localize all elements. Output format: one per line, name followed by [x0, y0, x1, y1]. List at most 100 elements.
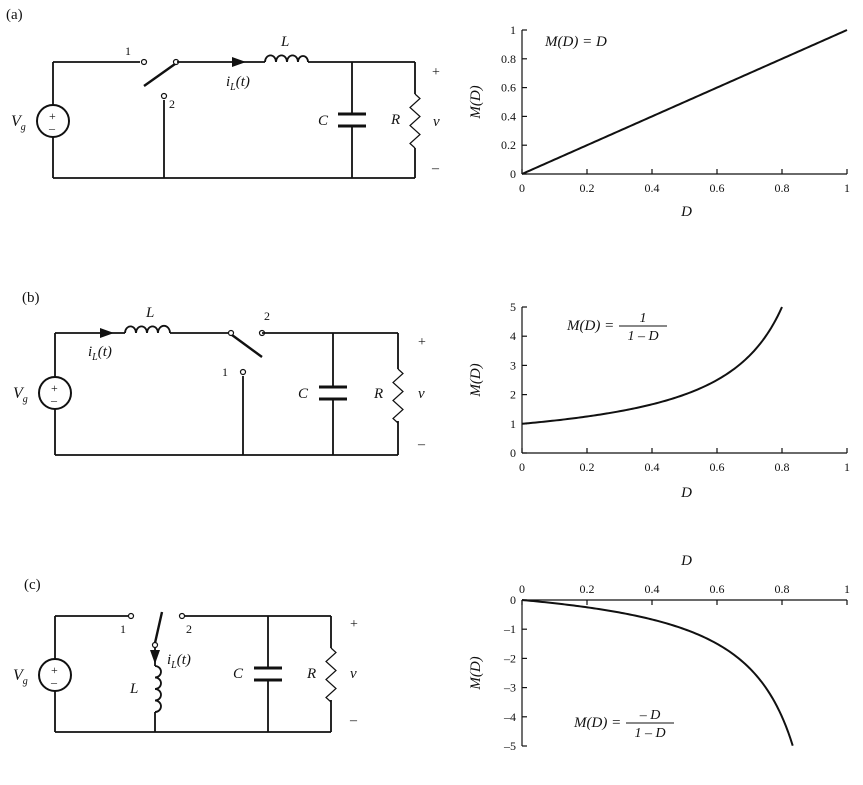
x-tick-label: 1: [844, 181, 850, 195]
capacitor-label: C: [233, 666, 244, 682]
formula-lhs: M(D) =: [573, 715, 621, 731]
switch-pivot: [227, 329, 235, 337]
x-tick-label: 1: [844, 582, 850, 596]
current-arrow: [232, 57, 246, 67]
switch-pivot: [151, 641, 159, 649]
source-label: Vg: [11, 113, 26, 133]
y-tick-label: –2: [503, 651, 516, 665]
y-axis-label: M(D): [468, 85, 484, 119]
x-tick-label: 0.4: [645, 181, 660, 195]
y-axis-label: M(D): [468, 363, 484, 397]
y-tick-label: –3: [503, 681, 516, 695]
resistor-label: R: [306, 666, 316, 682]
panel-tag-c: (c): [24, 577, 41, 593]
x-tick-label: 0.4: [645, 582, 660, 596]
output-voltage-label: v: [418, 386, 425, 402]
switch-pivot: [172, 58, 180, 66]
inductor-label: L: [280, 34, 289, 50]
inductor-coil: [124, 324, 171, 334]
y-tick-label: 0.6: [501, 81, 516, 95]
source-minus: –: [50, 393, 58, 407]
source-label: Vg: [13, 667, 28, 687]
switch-label-1: 1: [120, 622, 126, 636]
current-label: iL(t): [88, 344, 112, 363]
x-axis-label: D: [680, 485, 692, 501]
x-tick-label: 0.6: [710, 181, 725, 195]
switch-contact-2: [178, 612, 186, 620]
output-voltage-label: v: [433, 114, 440, 130]
switch-contact-2: [258, 329, 266, 337]
x-axis-label: D: [680, 553, 692, 569]
source-minus: –: [48, 121, 56, 135]
y-axis-label: M(D): [468, 656, 484, 690]
source-plus: +: [51, 663, 58, 677]
resistor-zigzag: [392, 368, 404, 424]
series-line: [521, 599, 794, 746]
switch-label-1: 1: [222, 365, 228, 379]
switch-contact-2: [160, 92, 168, 100]
switch-label-1: 1: [125, 44, 131, 58]
switch-blade: [153, 611, 164, 644]
x-tick-label: 0.2: [580, 582, 595, 596]
y-tick-label: 1: [510, 417, 516, 431]
y-tick-label: 0: [510, 446, 516, 460]
y-tick-label: –4: [503, 710, 516, 724]
circuit-buck: (a) 1 2 iL(t) L C R + v – +: [6, 7, 440, 179]
x-tick-label: 0.2: [580, 181, 595, 195]
x-tick-label: 0.8: [775, 181, 790, 195]
y-tick-label: 2: [510, 388, 516, 402]
formula-numerator: – D: [639, 708, 661, 723]
y-tick-label: 1: [510, 23, 516, 37]
output-minus: –: [431, 161, 440, 176]
x-tick-label: 0: [519, 181, 525, 195]
resistor-zigzag: [325, 647, 337, 703]
panel-tag-b: (b): [22, 290, 40, 306]
source-label: Vg: [13, 385, 28, 405]
y-tick-label: 4: [510, 329, 516, 343]
current-label: iL(t): [226, 74, 250, 93]
x-tick-label: 0.8: [775, 582, 790, 596]
x-tick-label: 0.6: [710, 582, 725, 596]
switch-contact-1: [127, 612, 135, 620]
y-tick-label: 0: [510, 167, 516, 181]
y-tick-label: 0.8: [501, 52, 516, 66]
inductor-coil: [264, 54, 309, 63]
switch-contact-1: [140, 58, 148, 66]
formula-denominator: 1 – D: [634, 726, 665, 741]
voltage-source-icon: [38, 376, 72, 410]
y-tick-label: 5: [510, 300, 516, 314]
output-minus: –: [349, 713, 358, 728]
x-axis-label: D: [680, 204, 692, 220]
x-tick-label: 0: [519, 460, 525, 474]
circuit-buck-boost: (c) 1 2 iL(t) L C R + v – + – Vg: [13, 577, 358, 733]
resistor-zigzag: [409, 93, 421, 149]
x-tick-label: 0.2: [580, 460, 595, 474]
panel-tag-a: (a): [6, 7, 23, 23]
y-tick-label: 0: [510, 593, 516, 607]
y-tick-label: –5: [503, 739, 516, 753]
current-arrow: [150, 650, 160, 664]
output-plus: +: [418, 335, 426, 350]
series-line: [521, 29, 848, 175]
source-minus: –: [50, 675, 58, 689]
resistor-label: R: [390, 112, 400, 128]
switch-blade: [143, 63, 176, 87]
switch-label-2: 2: [186, 622, 192, 636]
x-tick-label: 0.6: [710, 460, 725, 474]
output-voltage-label: v: [350, 666, 357, 682]
switch-contact-1: [239, 368, 247, 376]
formula-annotation: M(D) = D: [544, 34, 607, 50]
output-minus: –: [417, 437, 426, 452]
inductor-label: L: [145, 305, 154, 321]
x-tick-label: 0.4: [645, 460, 660, 474]
circuit-boost: (b) 2 1 iL(t) L C R + v – + – Vg: [13, 290, 426, 456]
source-plus: +: [49, 109, 56, 123]
y-tick-label: –1: [503, 622, 516, 636]
inductor-coil: [154, 665, 162, 713]
voltage-source-icon: [38, 658, 72, 692]
y-tick-label: 0.4: [501, 109, 516, 123]
